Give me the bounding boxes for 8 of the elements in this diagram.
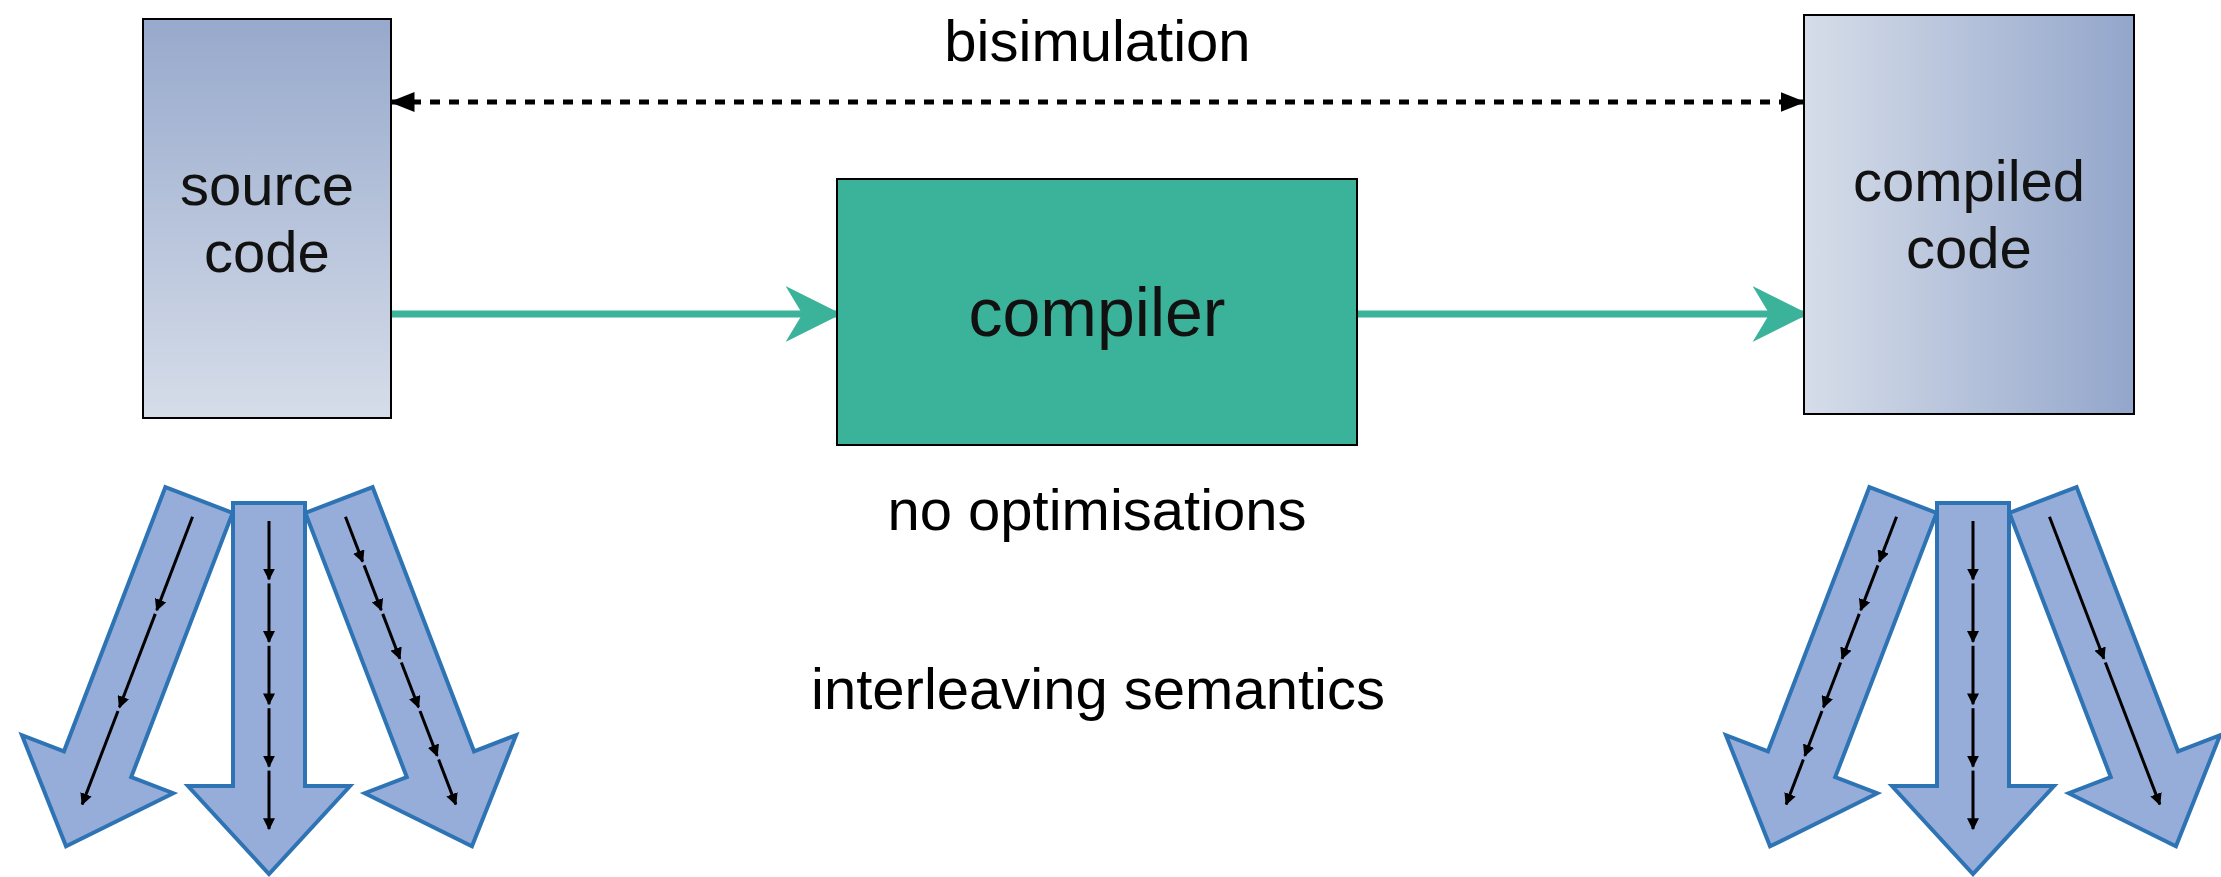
note-text: interleaving semantics: [811, 655, 1385, 722]
node-label: compiled code: [1851, 147, 2087, 282]
node-label: compiler: [967, 272, 1227, 352]
code-box: [142, 18, 392, 419]
caption-text: no optimisations: [887, 476, 1307, 543]
code-box: [1803, 14, 2135, 415]
process-box: [836, 178, 1358, 446]
node-label: source code: [178, 151, 356, 286]
